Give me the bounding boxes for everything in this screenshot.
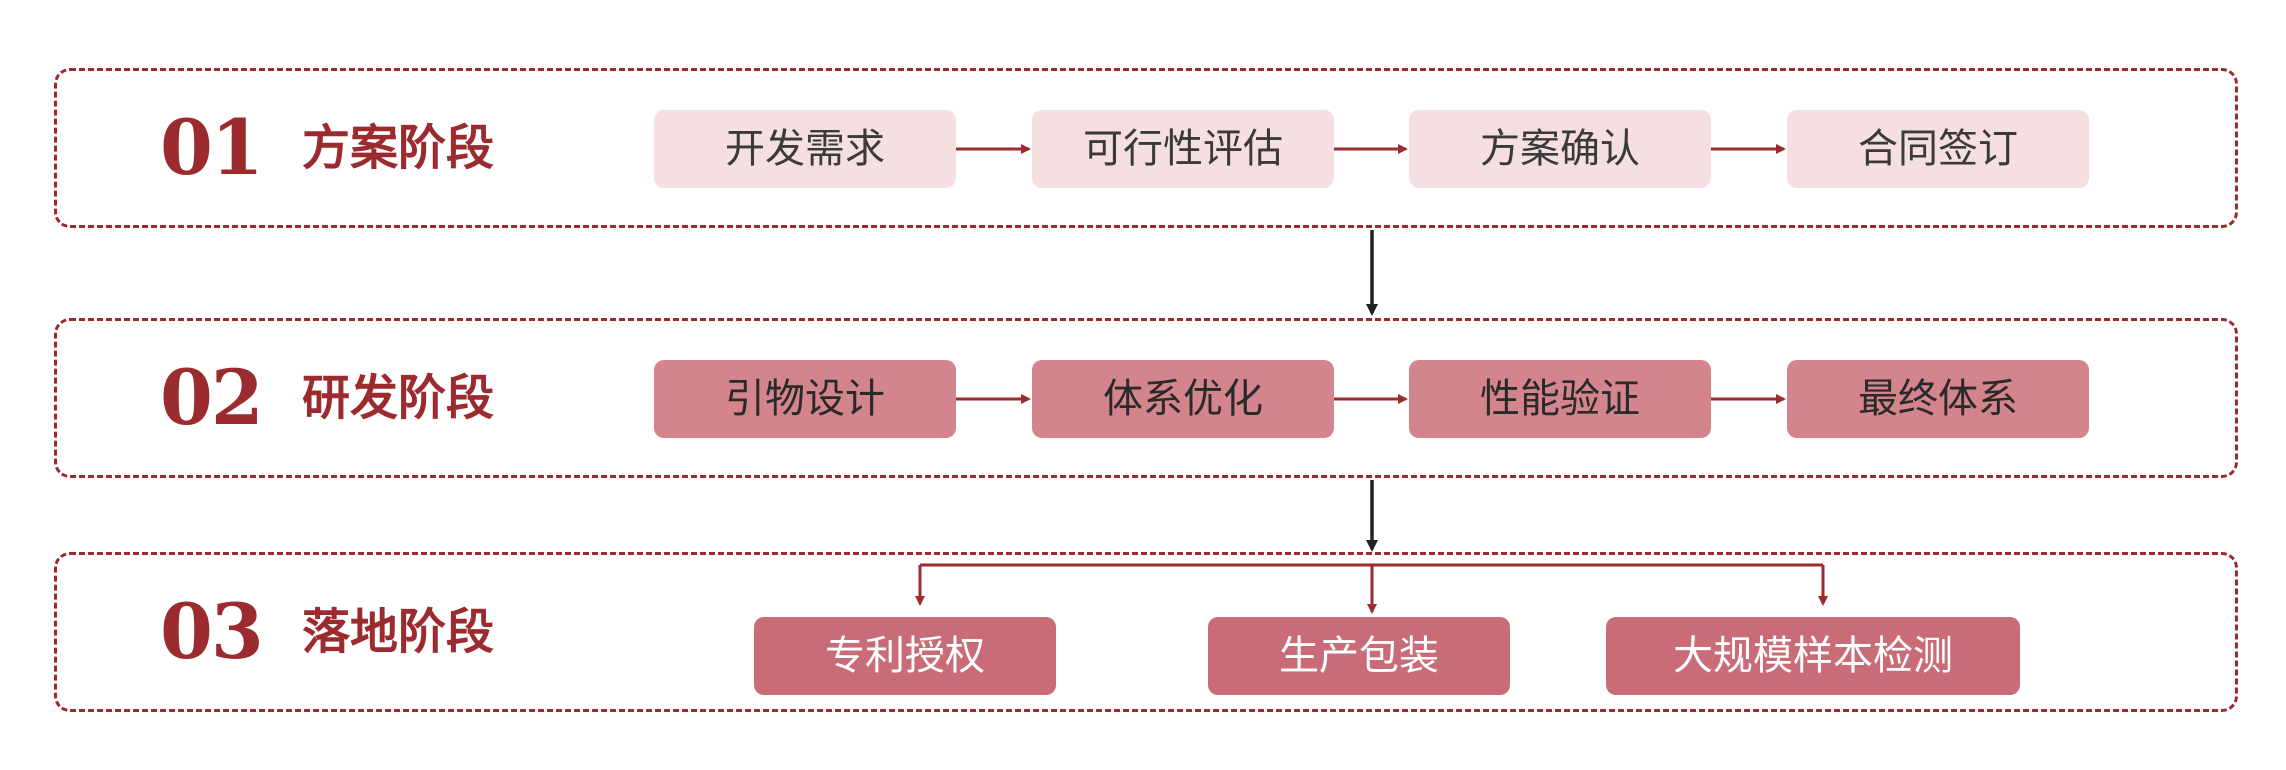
stage-2-title: 研发阶段 <box>302 370 495 426</box>
stage-2-panel <box>54 318 2238 478</box>
stage-3-step-3: 大规模样本检测 <box>1606 617 2020 695</box>
stage-2-step-1: 引物设计 <box>654 360 956 438</box>
stage-1-number: 01 <box>160 103 264 192</box>
stage-1-step-3: 方案确认 <box>1409 110 1711 188</box>
stage-1-step-2: 可行性评估 <box>1032 110 1334 188</box>
stage-2-step-4: 最终体系 <box>1787 360 2089 438</box>
stage-1-title: 方案阶段 <box>302 120 495 176</box>
stage-3-number: 03 <box>160 587 264 676</box>
stage-2-step-2: 体系优化 <box>1032 360 1334 438</box>
stage-2-number: 02 <box>160 353 264 442</box>
stage-3-panel <box>54 552 2238 712</box>
stage-1-step-4: 合同签订 <box>1787 110 2089 188</box>
stage-3-title: 落地阶段 <box>302 604 495 660</box>
stage-1-step-1: 开发需求 <box>654 110 956 188</box>
stage-3-step-2: 生产包装 <box>1208 617 1510 695</box>
stage-1-panel <box>54 68 2238 228</box>
stage-3-step-1: 专利授权 <box>754 617 1056 695</box>
stage-2-step-3: 性能验证 <box>1409 360 1711 438</box>
